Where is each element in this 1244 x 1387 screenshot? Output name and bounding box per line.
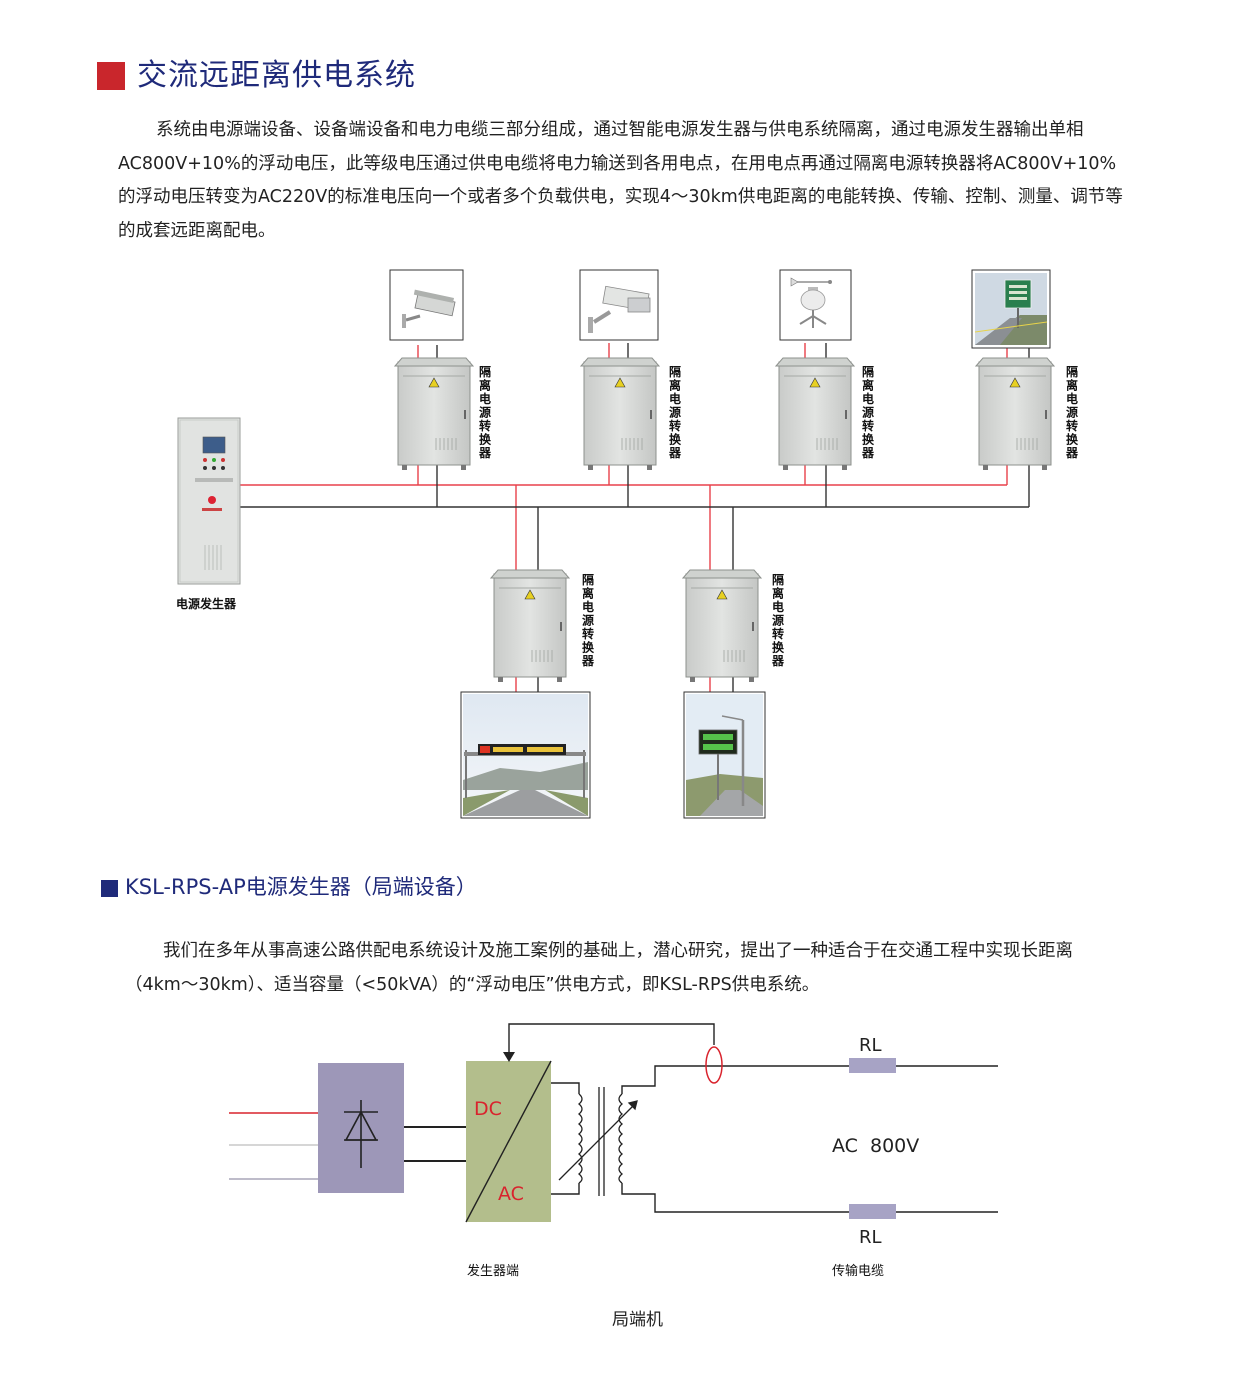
device-box-camera-1: [389, 269, 464, 341]
converter-label-2: 隔离电源转换器: [668, 364, 682, 460]
converter-label-6: 隔离电源转换器: [771, 572, 785, 668]
power-generator-cabinet: [177, 417, 241, 585]
generator-end-label: 发生器端: [467, 1263, 519, 1279]
camera-box-icon: [402, 289, 456, 328]
generator-label: 电源发生器: [176, 596, 237, 611]
line-resistor-bottom: [849, 1204, 896, 1219]
section-marker-red: [97, 62, 125, 90]
converter-label-3: 隔离电源转换器: [861, 364, 875, 460]
cable-label: 传输电缆: [832, 1263, 884, 1279]
rectifier-diode-icon: [344, 1100, 378, 1168]
generator-paragraph: 我们在多年从事高速公路供配电系统设计及施工案例的基础上，潜心研究，提出了一种适合…: [125, 941, 1073, 995]
schematic-caption: 局端机: [612, 1310, 663, 1330]
converter-label-1: 隔离电源转换器: [478, 364, 492, 460]
device-box-highway-gantry: [460, 691, 591, 819]
isolation-converter-5: [490, 569, 570, 683]
line-resistor-top: [849, 1058, 896, 1073]
isolation-converter-4: [975, 357, 1055, 471]
camera-box-icon: [588, 285, 651, 333]
current-sensor-icon: [705, 1046, 723, 1084]
inverter-dc-label: DC: [474, 1098, 502, 1120]
voltage-label: AC 800V: [832, 1135, 919, 1157]
device-box-camera-2: [579, 269, 659, 341]
isolation-converter-3: [775, 357, 855, 471]
device-box-roadside-sign: [683, 691, 766, 819]
rl-top-label: RL: [859, 1035, 882, 1056]
device-box-weather: [779, 269, 852, 341]
converter-label-4: 隔离电源转换器: [1065, 364, 1079, 460]
isolation-converter-6: [682, 569, 762, 683]
converter-label-5: 隔离电源转换器: [581, 572, 595, 668]
isolation-converter-1: [394, 357, 474, 471]
weather-station-icon: [790, 277, 832, 328]
isolation-converter-2: [580, 357, 660, 471]
section-title-generator: KSL-RPS-AP电源发生器（局端设备）: [125, 875, 477, 899]
section-intro-paragraph: 系统由电源端设备、设备端设备和电力电缆三部分组成，通过智能电源发生器与供电系统隔…: [118, 120, 1123, 241]
roadside-sign-icon: [686, 694, 763, 816]
section-title-ac-system: 交流远距离供电系统: [137, 58, 416, 93]
highway-gantry-icon: [463, 694, 588, 816]
road-sign-icon: [974, 273, 1048, 345]
transformer-icon: [558, 1087, 638, 1196]
inverter-ac-label: AC: [498, 1183, 524, 1205]
generator-schematic: DC AC RL RL AC 800V 发生器端 传输电缆 局端机: [229, 1023, 998, 1330]
device-box-road-sign: [971, 269, 1051, 349]
rl-bottom-label: RL: [859, 1227, 882, 1248]
section-marker-blue: [101, 880, 118, 897]
